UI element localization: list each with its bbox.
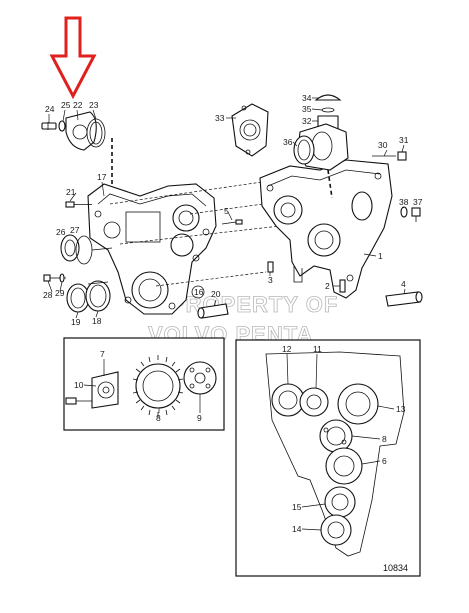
callout-22: 22 bbox=[73, 100, 83, 110]
callout-23: 23 bbox=[89, 100, 99, 110]
callout-35: 35 bbox=[302, 104, 312, 114]
callout-5: 5 bbox=[224, 206, 229, 216]
callout-labels: 24 25 22 23 21 17 26 27 28 29 19 18 16 2… bbox=[43, 93, 423, 534]
callout-4: 4 bbox=[401, 279, 406, 289]
part-16 bbox=[191, 285, 205, 299]
callout-16: 16 bbox=[194, 287, 204, 297]
callout-17: 17 bbox=[97, 172, 107, 182]
callout-3: 3 bbox=[268, 275, 273, 285]
callout-26: 26 bbox=[56, 227, 66, 237]
cover-plate-assembly bbox=[41, 111, 113, 195]
detail-box-gear-train bbox=[235, 339, 421, 577]
callout-7: 7 bbox=[100, 349, 105, 359]
callout-29: 29 bbox=[55, 288, 65, 298]
callout-13: 13 bbox=[396, 404, 406, 414]
breather-stack bbox=[293, 94, 349, 199]
callout-30: 30 bbox=[378, 140, 388, 150]
seal-26-27 bbox=[60, 234, 113, 265]
callout-10: 10 bbox=[74, 380, 84, 390]
bolt-30-31 bbox=[372, 151, 407, 161]
callout-24: 24 bbox=[45, 104, 55, 114]
callout-14: 14 bbox=[292, 524, 302, 534]
callout-19: 19 bbox=[71, 317, 81, 327]
callout-32: 32 bbox=[302, 116, 312, 126]
callout-20: 20 bbox=[211, 289, 221, 299]
timing-gear-housing bbox=[259, 159, 393, 299]
callout-38: 38 bbox=[399, 197, 409, 207]
callout-12: 12 bbox=[282, 344, 292, 354]
callout-36: 36 bbox=[283, 137, 293, 147]
callout-31: 31 bbox=[399, 135, 409, 145]
callout-21: 21 bbox=[66, 187, 76, 197]
callout-18: 18 bbox=[92, 316, 102, 326]
callout-28: 28 bbox=[43, 290, 53, 300]
callout-1: 1 bbox=[378, 251, 383, 261]
callout-27: 27 bbox=[70, 225, 80, 235]
callout-25: 25 bbox=[61, 100, 71, 110]
callout-33: 33 bbox=[215, 113, 225, 123]
pin-5 bbox=[221, 219, 243, 225]
front-timing-cover bbox=[87, 183, 217, 315]
detail-box-gears bbox=[63, 337, 225, 431]
callout-9: 9 bbox=[197, 413, 202, 423]
callout-37: 37 bbox=[413, 197, 423, 207]
pin-3 bbox=[267, 261, 274, 273]
cover-plate-33 bbox=[231, 103, 269, 157]
callout-15: 15 bbox=[292, 502, 302, 512]
callout-11: 11 bbox=[313, 344, 322, 354]
callout-2: 2 bbox=[325, 281, 330, 291]
bolt-37-38 bbox=[400, 206, 421, 222]
callout-8b: 8 bbox=[382, 434, 387, 444]
callout-6: 6 bbox=[382, 456, 387, 466]
tube-20 bbox=[197, 303, 229, 319]
figure-reference-number: 10834 bbox=[383, 563, 408, 573]
rings-18-19 bbox=[66, 280, 111, 313]
pin-2 bbox=[339, 279, 346, 293]
highlight-arrow bbox=[49, 16, 97, 100]
bolt-21 bbox=[65, 201, 92, 208]
callout-34: 34 bbox=[302, 93, 312, 103]
tube-4 bbox=[385, 291, 423, 307]
leader-lines bbox=[47, 97, 406, 531]
callout-8: 8 bbox=[156, 413, 161, 423]
screw-28-29 bbox=[43, 273, 66, 283]
